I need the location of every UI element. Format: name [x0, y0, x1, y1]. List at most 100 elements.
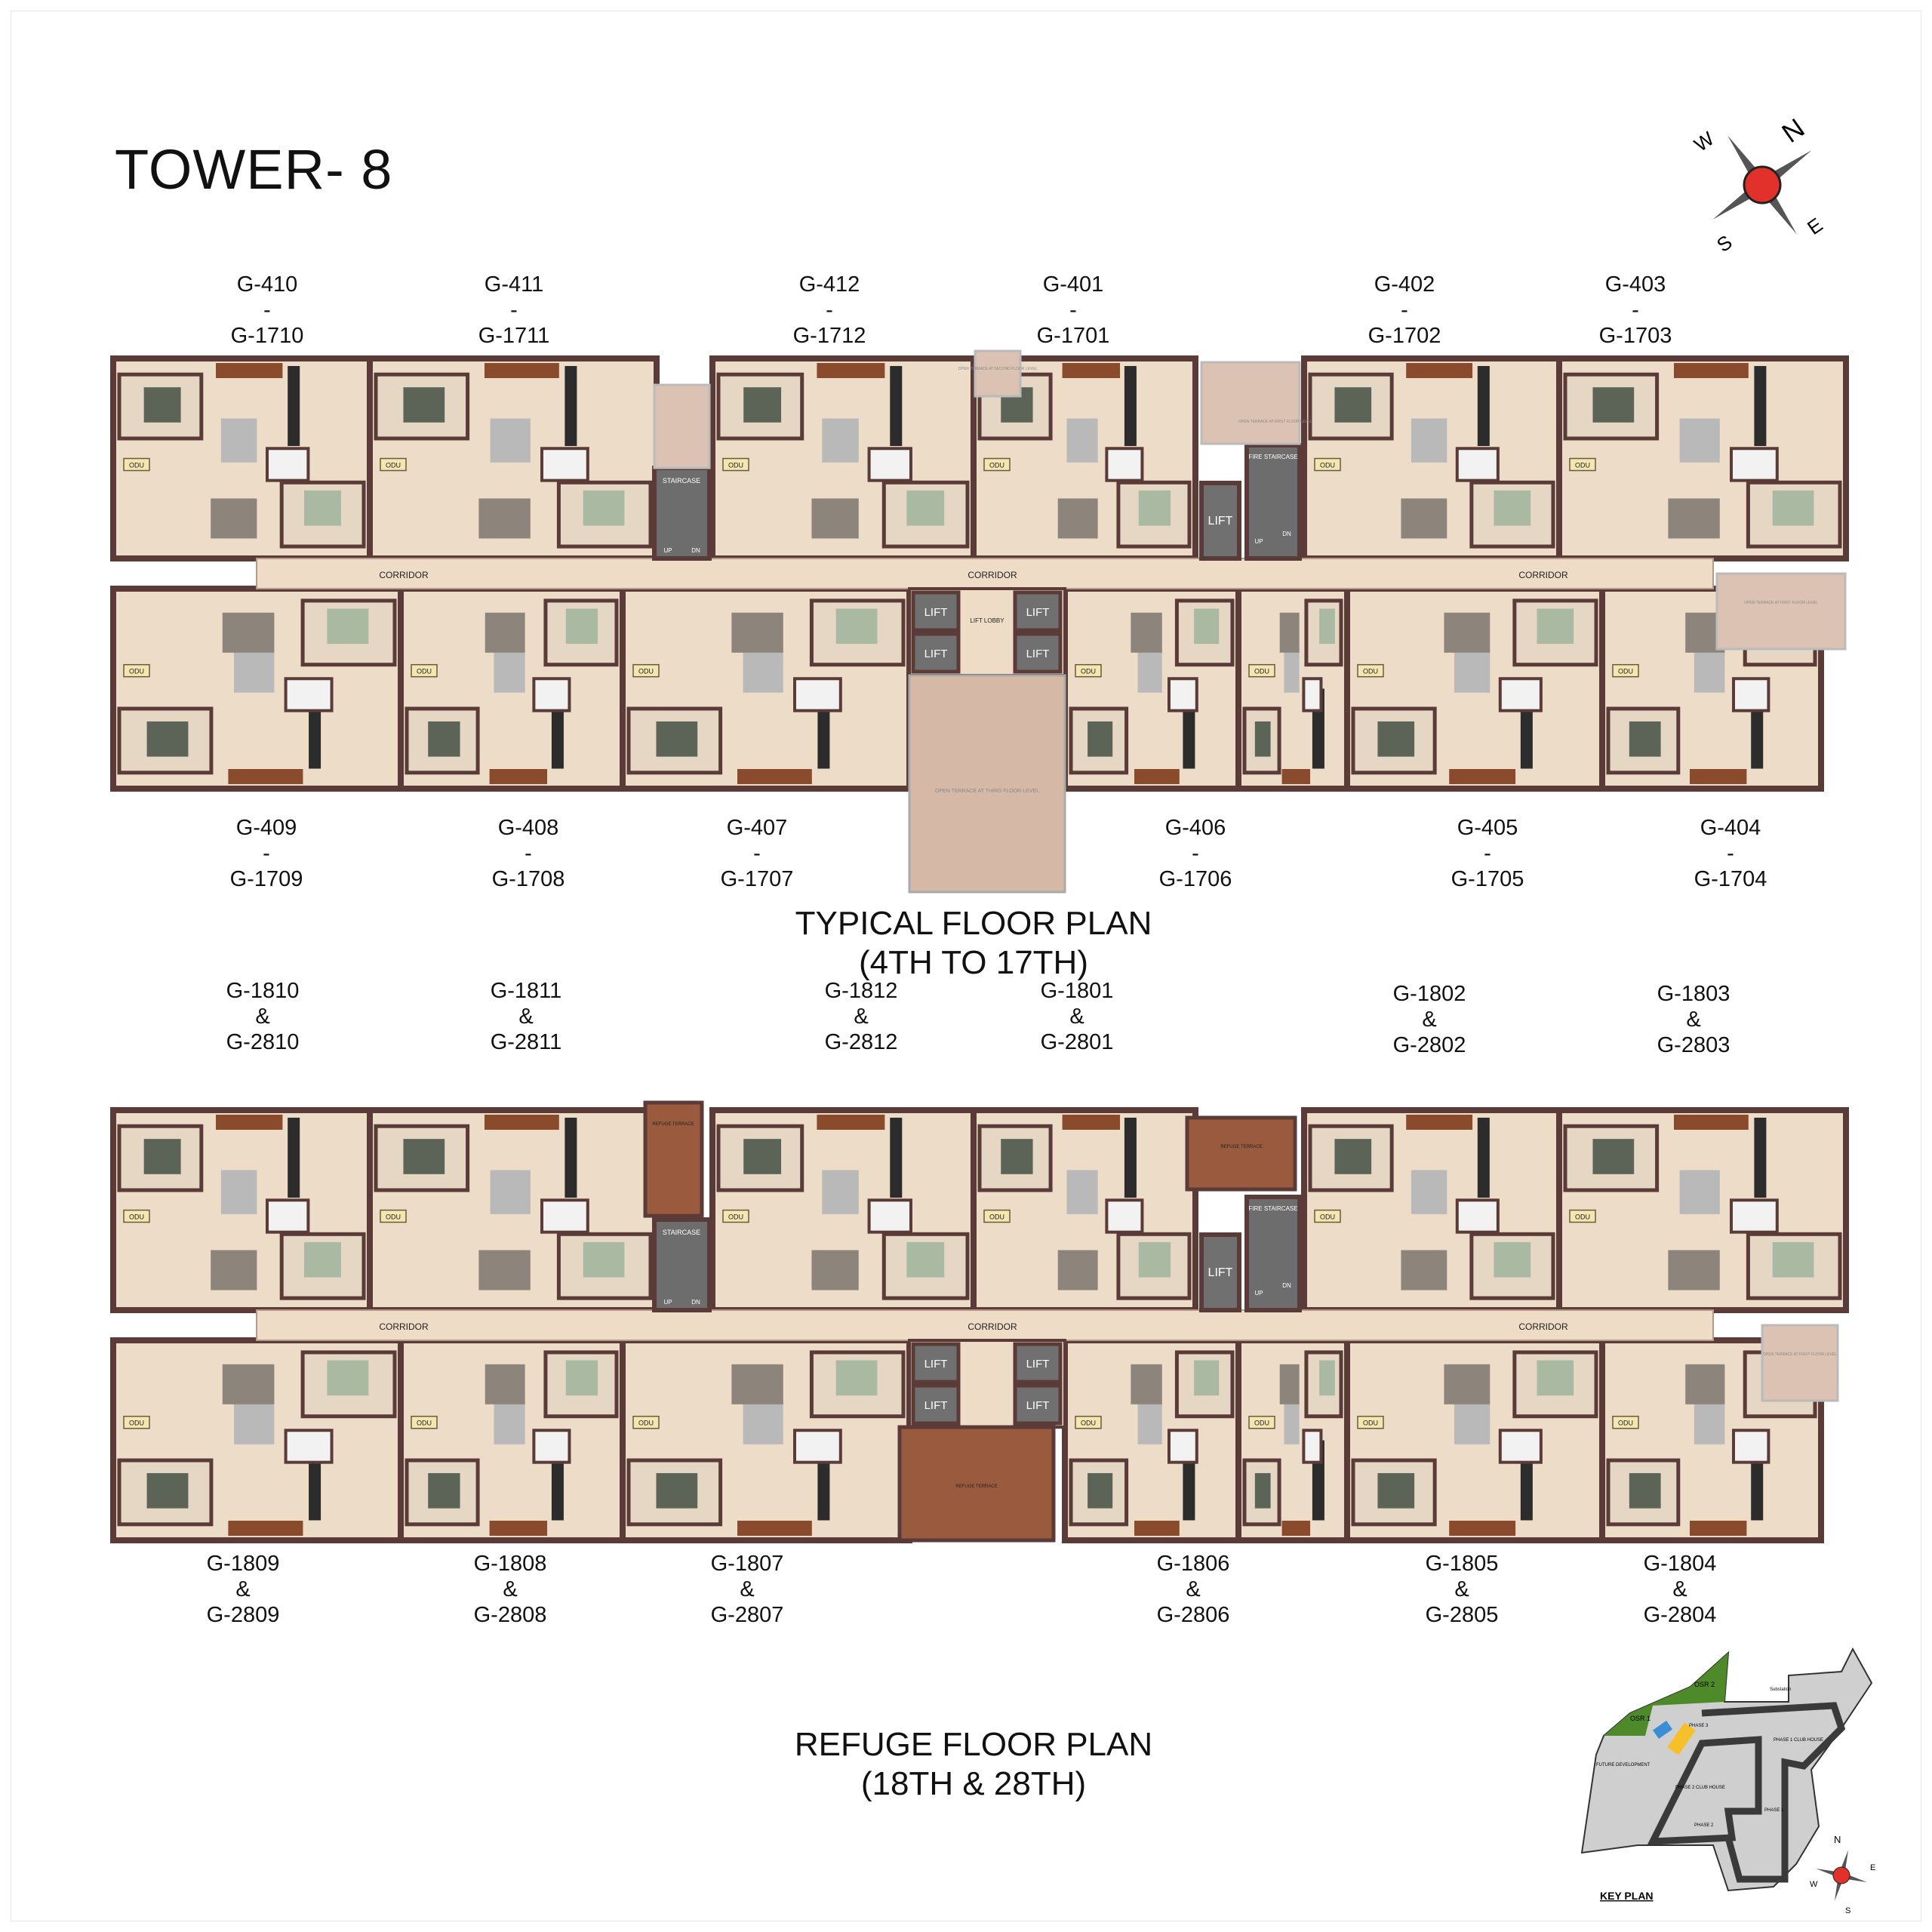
- unit-label-a: G-408: [497, 816, 559, 840]
- unit-label-sep: -: [263, 841, 270, 866]
- toilet: [532, 1429, 571, 1464]
- bed-icon: [565, 1360, 598, 1396]
- dining-table-icon: [1411, 418, 1447, 463]
- balcony: [1674, 363, 1749, 378]
- odu-label: ODU: [638, 1420, 654, 1427]
- dining-table-icon: [490, 418, 531, 463]
- dining-table-icon: [234, 1400, 275, 1444]
- apartment-unit: ODU: [110, 1107, 373, 1313]
- odu-label: ODU: [129, 668, 144, 675]
- apartment-unit: ODU: [1062, 586, 1241, 792]
- unit-label-sep: &: [1422, 1008, 1437, 1032]
- dining-table-icon: [494, 648, 525, 693]
- unit-label-a: G-1809: [206, 1552, 280, 1576]
- unit-number-label: G-1810&G-2810: [172, 978, 353, 1055]
- odu-unit: [1248, 663, 1275, 678]
- unit-label-sep: -: [753, 841, 761, 866]
- odu-label: ODU: [989, 462, 1004, 469]
- living-sofa-icon: [222, 612, 275, 653]
- unit-label-sep: &: [1069, 1004, 1084, 1029]
- bed-icon: [1254, 1472, 1271, 1509]
- living-sofa-icon: [1279, 1364, 1300, 1404]
- kitchen-counter: [1477, 366, 1490, 446]
- unit-label-sep: &: [740, 1577, 755, 1601]
- lift-label: LIFT: [924, 648, 948, 660]
- dining-table-icon: [1284, 648, 1300, 693]
- corridor-label: CORRIDOR: [1518, 1321, 1568, 1332]
- apartment-unit: ODU: [110, 1337, 404, 1543]
- bed-icon: [403, 1139, 445, 1174]
- unit-number-label: G-410-G-1710: [177, 272, 358, 349]
- typical-plan-title: TYPICAL FLOOR PLAN (4TH TO 17TH): [755, 904, 1192, 983]
- club2-label: PHASE 2 CLUB HOUSE: [1675, 1786, 1725, 1790]
- bedroom: [405, 706, 480, 775]
- toilet: [1732, 677, 1770, 712]
- odu-label: ODU: [1363, 668, 1378, 675]
- unit-label-b: G-2804: [1643, 1603, 1717, 1627]
- toilet: [1168, 1429, 1198, 1464]
- bed-icon: [1772, 490, 1814, 526]
- bed-icon: [1334, 387, 1372, 423]
- bed-icon: [906, 1241, 945, 1278]
- corridor: [256, 1309, 1714, 1341]
- tower-8-highlight: [1667, 1722, 1696, 1755]
- unit-label-sep: -: [1484, 841, 1491, 866]
- apartment-unit: ODU: [709, 1107, 977, 1313]
- bedroom: [117, 706, 214, 775]
- lift: [1013, 632, 1063, 674]
- corridor-label: CORRIDOR: [379, 570, 429, 580]
- odu-unit: [632, 663, 660, 678]
- bed-icon: [327, 1360, 369, 1396]
- unit-label-a: G-410: [236, 272, 298, 297]
- odu-label: ODU: [1575, 1214, 1590, 1221]
- apartment-unit: ODU: [1556, 355, 1849, 561]
- refuge-terrace-label: REFUGE TERRACE: [955, 1484, 997, 1489]
- bed-icon: [1494, 490, 1531, 526]
- lift: [1013, 590, 1063, 632]
- phase3-label: PHASE 3: [1689, 1724, 1709, 1728]
- typical-plan-title-line1: TYPICAL FLOOR PLAN: [795, 905, 1152, 942]
- up-label: UP: [1254, 538, 1263, 545]
- odu-label: ODU: [417, 1420, 432, 1427]
- refuge-plan-title-line2: (18TH & 28TH): [860, 1765, 1087, 1802]
- refuge-plan-title-line1: REFUGE FLOOR PLAN: [794, 1726, 1153, 1763]
- bed-icon: [143, 387, 181, 423]
- odu-unit: [632, 1415, 660, 1429]
- unit-label-b: G-1710: [230, 324, 304, 348]
- unit-label-b: G-1704: [1694, 867, 1767, 891]
- bed-icon: [1138, 1241, 1171, 1278]
- unit-number-label: G-407-G-1707: [666, 815, 848, 892]
- corridor-label: CORRIDOR: [379, 1321, 429, 1332]
- odu-unit: [1075, 663, 1102, 678]
- unit-label-a: G-1806: [1156, 1552, 1230, 1576]
- toilet: [1732, 1429, 1770, 1464]
- unit-label-b: G-2805: [1425, 1603, 1499, 1627]
- key-compass-w: W: [1810, 1880, 1818, 1889]
- key-compass-n: N: [1834, 1834, 1841, 1845]
- unit-number-label: G-1807&G-2807: [657, 1551, 838, 1628]
- unit-label-sep: &: [518, 1004, 534, 1029]
- unit-label-a: G-1810: [226, 979, 300, 1003]
- unit-label-a: G-1807: [710, 1552, 784, 1576]
- toilet: [867, 447, 912, 482]
- odu-unit: [1569, 457, 1596, 472]
- lift-label: LIFT: [1026, 648, 1050, 660]
- unit-number-label: G-1809&G-2809: [152, 1551, 334, 1628]
- odu-unit: [380, 457, 407, 472]
- unit-number-label: G-1811&G-2811: [435, 978, 617, 1055]
- bed-icon: [403, 387, 445, 423]
- dn-label: DN: [1282, 1282, 1291, 1289]
- unit-number-label: G-404-G-1704: [1640, 815, 1821, 892]
- kitchen-counter: [1124, 1118, 1137, 1198]
- unit-label-b: G-1711: [478, 324, 550, 348]
- bed-icon: [835, 1360, 878, 1396]
- odu-unit: [1357, 663, 1384, 678]
- open-terrace: [974, 349, 1022, 398]
- unit-label-sep: &: [1672, 1577, 1687, 1601]
- apartment-unit: ODU: [110, 586, 404, 792]
- unit-label-a: G-401: [1042, 272, 1104, 297]
- balcony: [737, 1521, 812, 1536]
- unit-label-b: G-2806: [1156, 1603, 1230, 1627]
- unit-number-label: G-1803&G-2803: [1603, 981, 1784, 1058]
